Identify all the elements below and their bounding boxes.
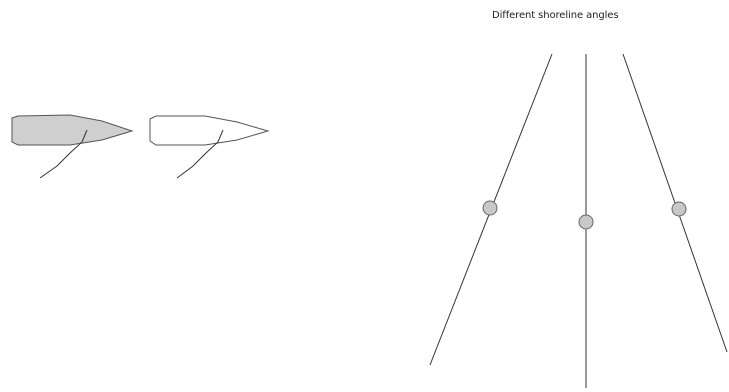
outline-boat (150, 116, 268, 178)
vertical-shoreline-marker (579, 215, 593, 229)
right-shoreline-marker (672, 202, 686, 216)
filled-boat (12, 115, 132, 178)
outline-boat-hull (150, 116, 268, 145)
left-shoreline-marker (483, 201, 497, 215)
filled-boat-hull (12, 115, 132, 145)
